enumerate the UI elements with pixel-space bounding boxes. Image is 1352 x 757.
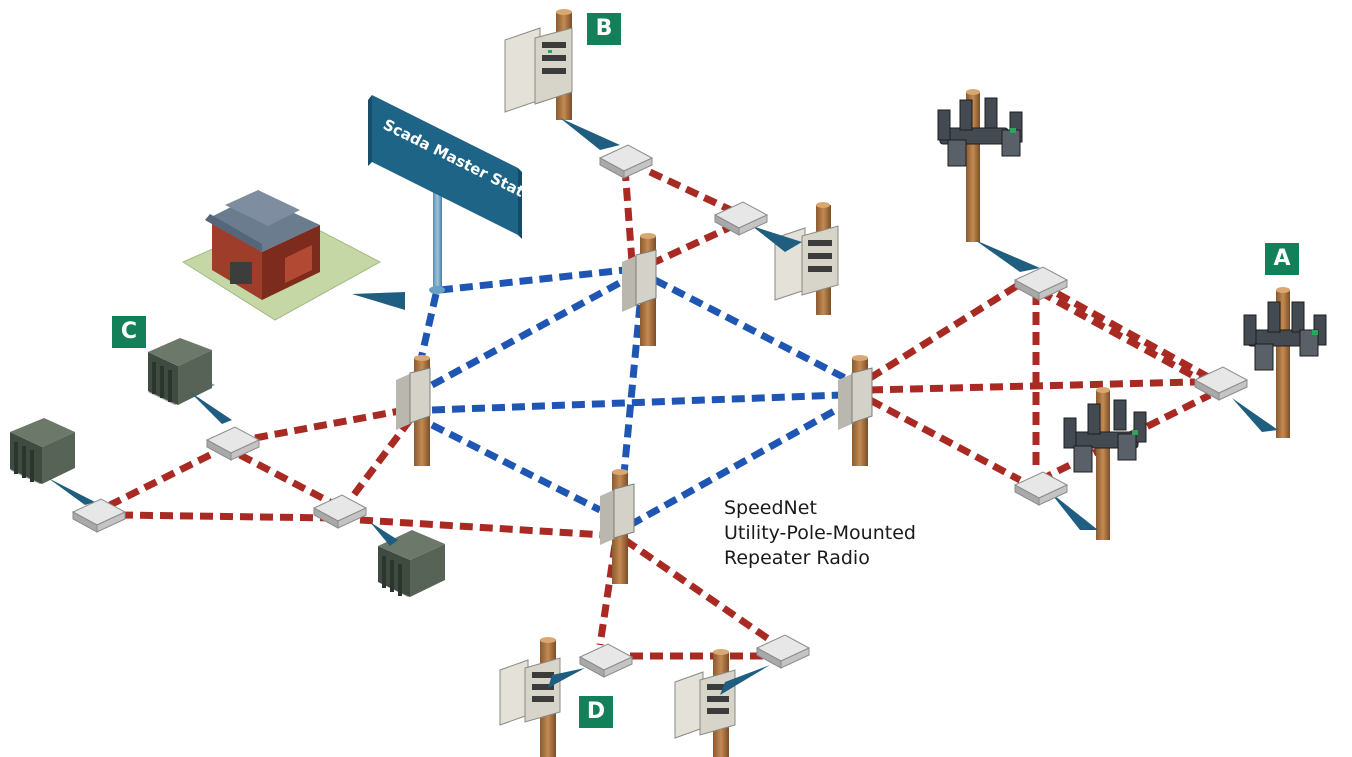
pointer-b — [560, 118, 620, 150]
transformer-c1 — [148, 338, 215, 405]
pole-cabinet-b2 — [774, 202, 839, 315]
link-c5 — [119, 511, 336, 522]
radio-box-c2 — [71, 498, 127, 533]
link-a6 — [1038, 391, 1212, 484]
radio-box-d2 — [755, 634, 811, 669]
link-a1 — [868, 281, 1022, 381]
radio-box-a2 — [1193, 366, 1249, 401]
link-m3 — [430, 276, 627, 389]
link-c6 — [359, 516, 606, 539]
pointer-lower — [1050, 492, 1098, 530]
label-a: A — [1265, 243, 1299, 275]
radio-box-a3 — [1013, 471, 1069, 506]
transformer-c2 — [10, 418, 75, 484]
utility-building — [181, 190, 382, 321]
link-c2 — [347, 417, 413, 503]
pole-cabinet-d1 — [499, 637, 561, 757]
link-d1 — [596, 544, 619, 646]
repeater-left — [396, 355, 431, 466]
caption-line-3: Repeater Radio — [724, 547, 870, 569]
link-c3 — [108, 451, 212, 509]
caption-line-1: SpeedNet — [724, 497, 817, 519]
label-d: D — [579, 696, 613, 728]
link-a7 — [1038, 288, 1212, 389]
pointer-b2 — [752, 226, 802, 252]
radio-box-a1 — [1013, 266, 1069, 301]
radio-box-c3 — [312, 494, 368, 529]
link-m4 — [431, 391, 844, 414]
pole-recloser-lower — [1063, 387, 1147, 540]
radio-box-c1 — [205, 426, 261, 461]
repeater-top — [622, 233, 657, 346]
pointer-d1 — [548, 668, 585, 688]
repeater-caption: SpeedNet Utility-Pole-Mounted Repeater R… — [724, 496, 916, 571]
pole-cabinet-b — [504, 9, 573, 120]
building-pointer — [352, 292, 405, 310]
local-links — [108, 167, 1212, 660]
label-b: B — [587, 13, 621, 45]
radio-box-b1 — [598, 144, 654, 179]
pole-recloser-a — [1243, 287, 1327, 438]
link-m6 — [653, 276, 847, 382]
transformer-c3 — [378, 530, 445, 597]
pointer-c1 — [190, 392, 232, 424]
link-m5 — [430, 421, 602, 514]
pointer-upper — [975, 240, 1040, 272]
link-c4 — [238, 451, 332, 506]
pole-recloser-upper — [937, 89, 1023, 242]
link-m1 — [439, 266, 626, 294]
pointer-c2 — [48, 478, 95, 505]
pointer-c3 — [370, 522, 398, 546]
link-a4 — [1038, 280, 1212, 382]
radio-boxes — [71, 144, 1249, 678]
link-b3 — [653, 221, 737, 266]
label-c: C — [112, 316, 146, 348]
link-a2 — [869, 378, 1196, 394]
caption-line-2: Utility-Pole-Mounted — [724, 522, 916, 544]
link-b2 — [648, 168, 737, 216]
link-d2 — [623, 537, 772, 643]
link-a3 — [868, 396, 1022, 484]
repeater-bottom — [600, 469, 635, 584]
pointer-d2 — [720, 665, 770, 695]
link-m8 — [628, 401, 847, 529]
repeater-right — [838, 355, 873, 466]
scada-master-station: Scada Master Station — [368, 95, 550, 294]
link-m7 — [618, 304, 644, 496]
pointer-a — [1232, 398, 1278, 432]
pole-cabinet-d2 — [674, 649, 736, 757]
radio-box-b2 — [713, 201, 769, 236]
radio-box-d1 — [578, 643, 634, 678]
link-c1 — [254, 406, 406, 442]
link-b1 — [621, 167, 636, 263]
